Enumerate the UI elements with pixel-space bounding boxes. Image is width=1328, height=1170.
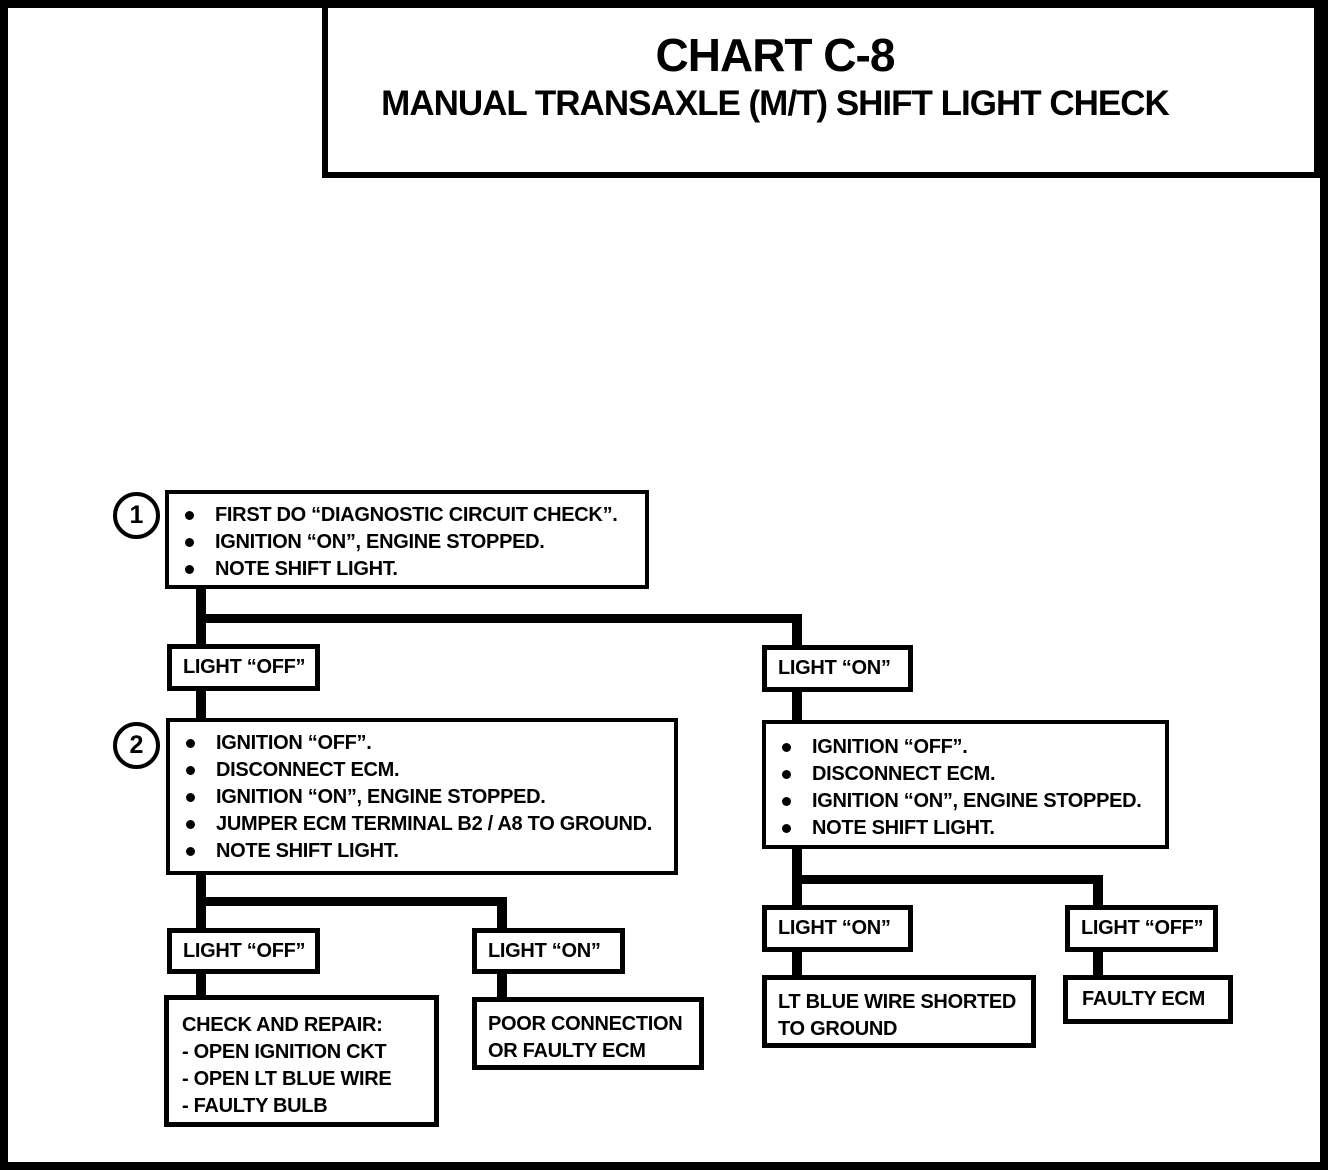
- list-item: IGNITION “ON”, ENGINE STOPPED.: [184, 784, 668, 811]
- light-on-box-left3: LIGHT “ON”: [472, 928, 625, 974]
- light-on-label: LIGHT “ON”: [778, 917, 891, 939]
- light-off-box-left1: LIGHT “OFF”: [167, 644, 320, 691]
- connector-lightoff1-to-step2: [196, 688, 206, 722]
- list-item: NOTE SHIFT LIGHT.: [780, 815, 1159, 842]
- step-number-2: 2: [129, 731, 144, 759]
- list-item: NOTE SHIFT LIGHT.: [183, 556, 639, 583]
- light-off-label: LIGHT “OFF”: [183, 939, 306, 962]
- connector-branch1-horizontal: [196, 614, 802, 623]
- list-item: DISCONNECT ECM.: [780, 761, 1159, 788]
- connector-branch2-right-drop: [497, 897, 507, 931]
- step-number-circle-1: 1: [113, 492, 160, 539]
- light-on-label: LIGHT “ON”: [488, 939, 601, 962]
- list-item: TO GROUND: [778, 1018, 898, 1040]
- check-and-repair-box: CHECK AND REPAIR: - OPEN IGNITION CKT - OP…: [164, 995, 439, 1127]
- list-item: - FAULTY BULB: [182, 1095, 328, 1117]
- light-off-box-left2: LIGHT “OFF”: [167, 928, 320, 974]
- title-box: CHART C-8 MANUAL TRANSAXLE (M/T) SHIFT L…: [322, 0, 1320, 178]
- step-number-circle-2: 2: [113, 722, 160, 769]
- list-item: POOR CONNECTION: [488, 1013, 683, 1035]
- list-item: LT BLUE WIRE SHORTED: [778, 991, 1017, 1013]
- light-on-box-right2: LIGHT “ON”: [762, 905, 913, 952]
- list-item: IGNITION “ON”, ENGINE STOPPED.: [183, 529, 639, 556]
- connector-lighton1-to-stepright: [792, 689, 802, 724]
- list-item: IGNITION “OFF”.: [184, 730, 668, 757]
- chart-title: CHART C-8: [655, 29, 896, 81]
- connector-branch1-right-drop: [792, 614, 802, 650]
- light-off-box-right3: LIGHT “OFF”: [1065, 905, 1218, 952]
- connector-lighton2-to-ltblue: [792, 949, 802, 979]
- light-on-label: LIGHT “ON”: [778, 657, 891, 679]
- list-item: CHECK AND REPAIR:: [182, 1014, 383, 1036]
- light-on-box-right1: LIGHT “ON”: [762, 645, 913, 692]
- connector-lightoff2-to-check: [196, 970, 206, 999]
- step1-box: FIRST DO “DIAGNOSTIC CIRCUIT CHECK”.IGNI…: [165, 490, 649, 589]
- step-number-1: 1: [129, 501, 144, 529]
- list-item: - OPEN LT BLUE WIRE: [182, 1068, 392, 1090]
- list-item: - OPEN IGNITION CKT: [182, 1041, 387, 1063]
- light-off-label: LIGHT “OFF”: [1081, 917, 1204, 939]
- connector-lighton3-to-poor: [497, 970, 507, 1001]
- connector-branch3-horizontal: [792, 875, 1103, 884]
- list-item: OR FAULTY ECM: [488, 1040, 646, 1062]
- faulty-ecm-label: FAULTY ECM: [1082, 988, 1205, 1010]
- poor-connection-box: POOR CONNECTION OR FAULTY ECM: [472, 997, 704, 1070]
- lt-blue-wire-shorted-box: LT BLUE WIRE SHORTED TO GROUND: [762, 975, 1036, 1048]
- step-right-box: IGNITION “OFF”.DISCONNECT ECM.IGNITION “…: [762, 720, 1169, 849]
- list-item: IGNITION “OFF”.: [780, 734, 1159, 761]
- faulty-ecm-box: FAULTY ECM: [1063, 975, 1233, 1024]
- connector-branch2-horizontal: [196, 897, 507, 906]
- list-item: JUMPER ECM TERMINAL B2 / A8 TO GROUND.: [184, 811, 668, 838]
- connector-branch3-right-drop: [1093, 875, 1103, 909]
- connector-lightoff3-to-faultyecm: [1093, 949, 1103, 979]
- list-item: DISCONNECT ECM.: [184, 757, 668, 784]
- list-item: IGNITION “ON”, ENGINE STOPPED.: [780, 788, 1159, 815]
- chart-subtitle: MANUAL TRANSAXLE (M/T) SHIFT LIGHT CHECK: [381, 84, 1170, 123]
- list-item: NOTE SHIFT LIGHT.: [184, 838, 668, 865]
- step2-box: IGNITION “OFF”.DISCONNECT ECM.IGNITION “…: [166, 718, 678, 875]
- list-item: FIRST DO “DIAGNOSTIC CIRCUIT CHECK”.: [183, 502, 639, 529]
- light-off-label: LIGHT “OFF”: [183, 656, 306, 678]
